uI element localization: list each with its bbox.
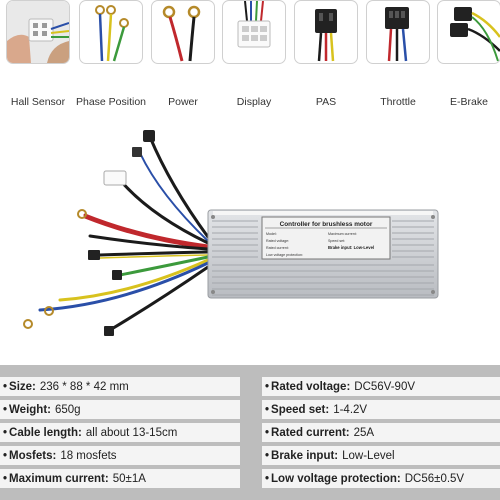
plate-title: Controller for brushless motor — [280, 221, 373, 228]
spec-value: 1-4.2V — [333, 403, 368, 416]
spec-key: Low voltage protection: — [271, 472, 401, 485]
connector-label: Throttle — [380, 96, 416, 108]
pas-connector-icon — [294, 0, 358, 64]
spec-cable-length: • Cable length: all about 13-15cm — [0, 423, 240, 442]
spec-key: Weight: — [9, 403, 51, 416]
wire-harness — [38, 135, 210, 332]
connector-phase-position: Phase Position — [76, 0, 146, 108]
spec-brake-input: • Brake input: Low-Level — [262, 446, 500, 465]
spec-key: Rated voltage: — [271, 380, 351, 393]
spec-maximum-current: • Maximum current: 50±1A — [0, 469, 240, 488]
spec-value: 650g — [54, 403, 81, 416]
connector-throttle: Throttle — [366, 0, 430, 108]
spec-value: DC56±0.5V — [404, 472, 465, 485]
spec-low-voltage-protection: • Low voltage protection: DC56±0.5V — [262, 469, 500, 488]
plate-line: Maximum current: — [328, 232, 357, 236]
controller-label-plate: Controller for brushless motor Model: Ra… — [261, 216, 391, 260]
controller-product-image: Controller for brushless motor Model: Ra… — [0, 125, 500, 340]
spec-panel: • Size: 236 * 88 * 42 mm • Weight: 650g … — [0, 365, 500, 500]
connector-label: E-Brake — [450, 96, 488, 108]
display-connector-icon — [222, 0, 286, 64]
spec-size: • Size: 236 * 88 * 42 mm — [0, 377, 240, 396]
spec-key: Maximum current: — [9, 472, 109, 485]
plate-line: Model: — [266, 232, 277, 236]
hall-sensor-connector-icon — [6, 0, 70, 64]
connector-row: Hall Sensor Phase Position Power — [0, 0, 500, 118]
spec-key: Mosfets: — [9, 449, 57, 462]
spec-value: DC56V-90V — [354, 380, 416, 393]
plate-line: Rated voltage: — [266, 239, 289, 243]
spec-key: Cable length: — [9, 426, 82, 439]
connector-display: Display — [222, 0, 286, 108]
connector-hall-sensor: Hall Sensor — [6, 0, 70, 108]
spec-key: Brake input: — [271, 449, 339, 462]
spec-value: Low-Level — [342, 449, 395, 462]
spec-value: all about 13-15cm — [85, 426, 178, 439]
connector-pas: PAS — [294, 0, 358, 108]
spec-rated-voltage: • Rated voltage: DC56V-90V — [262, 377, 500, 396]
spec-value: 25A — [353, 426, 375, 439]
plate-line: Brake input: Low-Level — [328, 245, 374, 250]
connector-label: PAS — [315, 96, 337, 108]
spec-key: Rated current: — [271, 426, 350, 439]
connector-label: Power — [168, 96, 198, 108]
spec-key: Size: — [9, 380, 36, 393]
spec-value: 18 mosfets — [60, 449, 117, 462]
connector-label: Hall Sensor — [10, 96, 66, 108]
power-ring-terminals-icon — [151, 0, 215, 64]
spec-weight: • Weight: 650g — [0, 400, 240, 419]
plate-line: Speed set: — [328, 239, 345, 243]
spec-speed-set: • Speed set: 1-4.2V — [262, 400, 500, 419]
spec-mosfets: • Mosfets: 18 mosfets — [0, 446, 240, 465]
ebrake-connector-icon — [437, 0, 500, 64]
spec-rated-current: • Rated current: 25A — [262, 423, 500, 442]
connector-e-brake: E-Brake — [437, 0, 500, 108]
plate-line: Rated current: — [266, 246, 289, 250]
spec-key: Speed set: — [271, 403, 330, 416]
connector-label: Display — [236, 96, 272, 108]
spec-value: 50±1A — [112, 472, 146, 485]
spec-value: 236 * 88 * 42 mm — [39, 380, 129, 393]
plate-line: Low voltage protection: — [266, 253, 303, 257]
connector-label: Phase Position — [75, 96, 147, 108]
connector-power: Power — [151, 0, 215, 108]
phase-wires-icon — [79, 0, 143, 64]
throttle-connector-icon — [366, 0, 430, 64]
